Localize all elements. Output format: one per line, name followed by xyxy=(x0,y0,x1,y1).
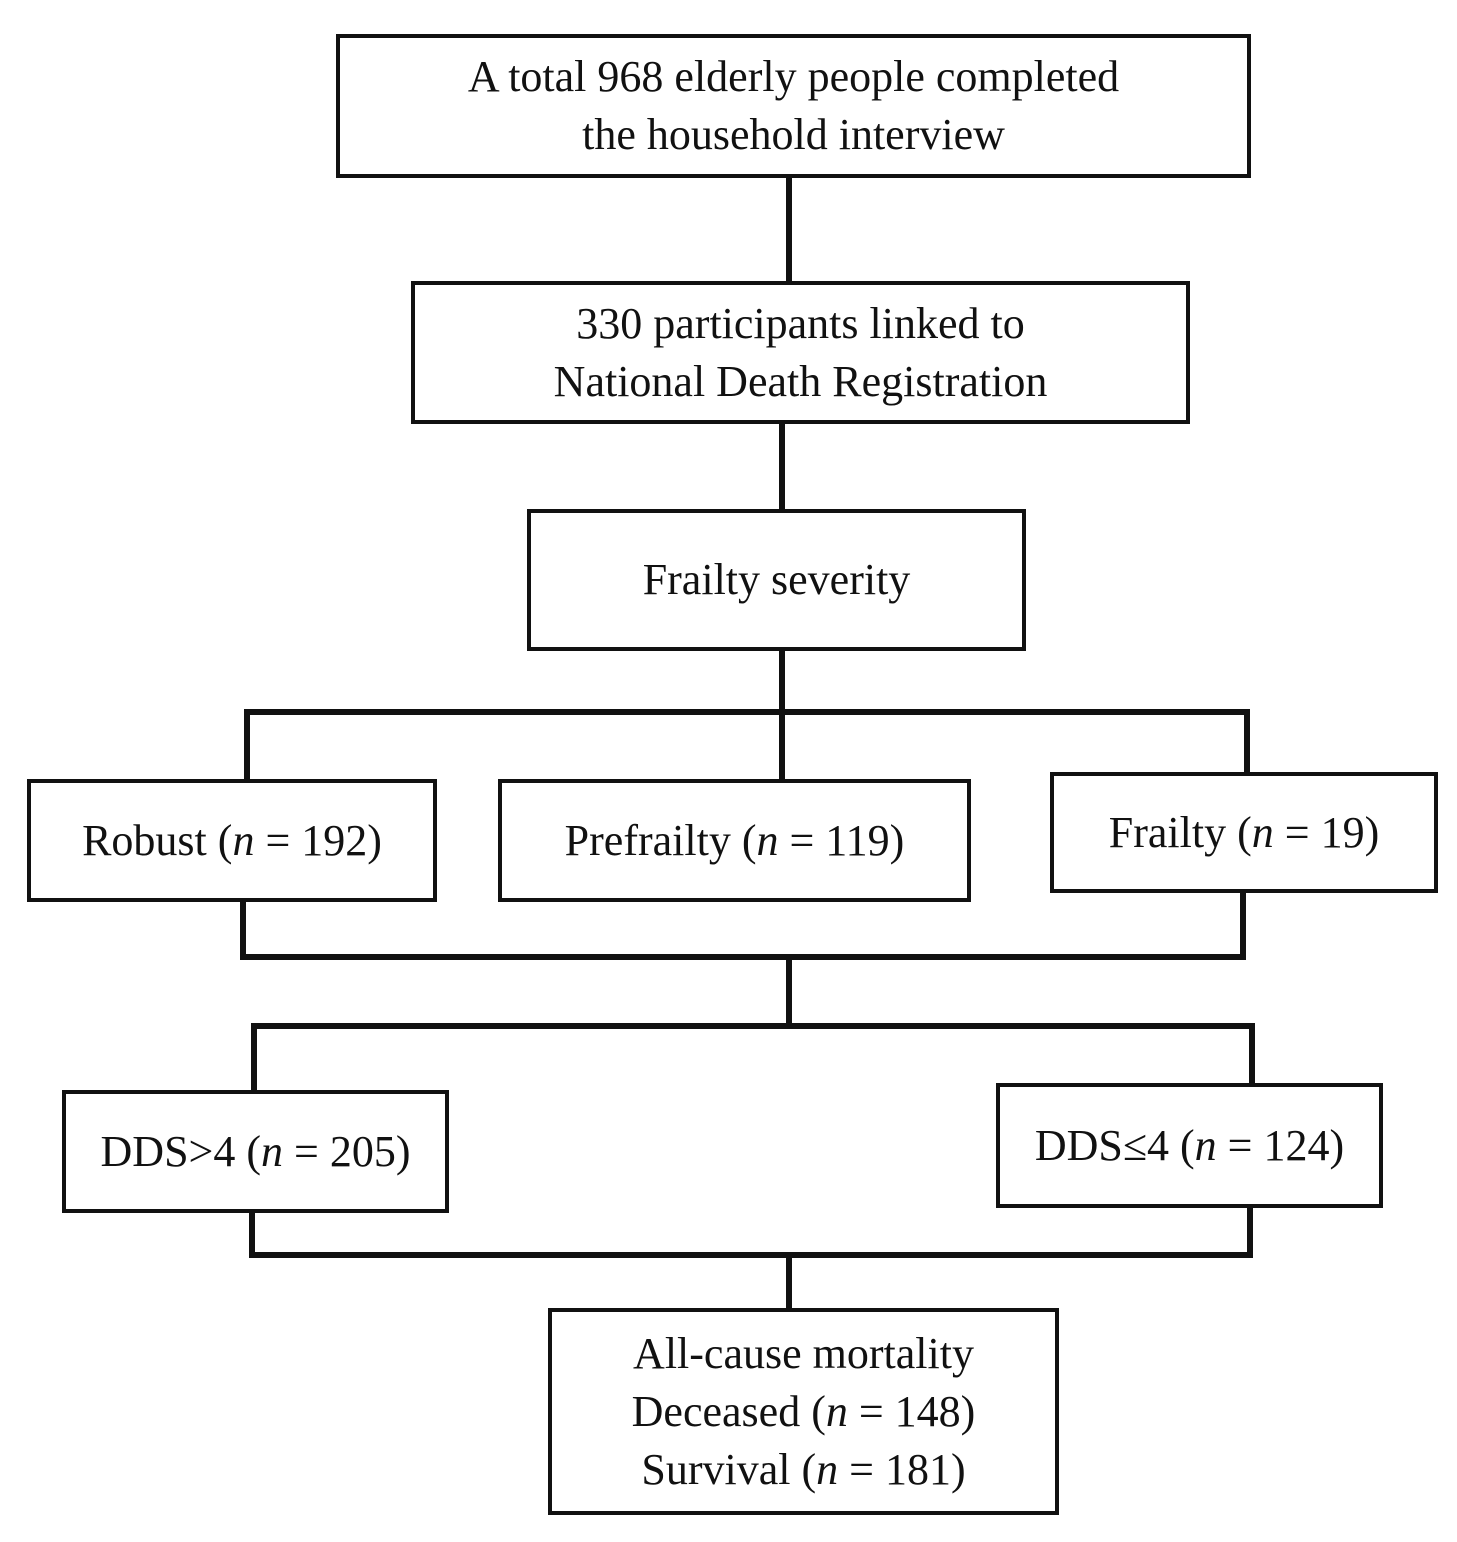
survival-label: Survival ( xyxy=(641,1444,817,1494)
dds-low-label: DDS≤4 ( xyxy=(1034,1120,1195,1170)
prefrailty-label: Prefrailty ( xyxy=(564,815,757,865)
dds-high-group-box: DDS>4 (n = 205) xyxy=(62,1090,449,1213)
deceased-label: Deceased ( xyxy=(631,1386,826,1436)
dds-high-n: n xyxy=(261,1126,284,1176)
linked-participants-box: 330 participants linked to National Deat… xyxy=(411,281,1190,424)
dds-high-label: DDS>4 ( xyxy=(100,1126,262,1176)
prefrailty-n: n xyxy=(756,815,779,865)
dds-low-n: n xyxy=(1194,1120,1217,1170)
outcome-deceased: Deceased (n = 148) xyxy=(632,1383,976,1441)
robust-n: n xyxy=(232,815,255,865)
frailty-label: Frailty ( xyxy=(1108,807,1252,857)
frailty-n: n xyxy=(1251,807,1274,857)
prefrailty-group-box: Prefrailty (n = 119) xyxy=(498,779,971,902)
dds-low-value: = 124) xyxy=(1216,1120,1345,1170)
robust-value: = 192) xyxy=(254,815,382,865)
total-line-2: the household interview xyxy=(582,110,1005,159)
prefrailty-text: Prefrailty (n = 119) xyxy=(565,812,905,870)
dds-high-value: = 205) xyxy=(283,1126,411,1176)
mortality-outcome-box: All-cause mortality Deceased (n = 148) S… xyxy=(548,1308,1059,1515)
frailty-severity-label: Frailty severity xyxy=(642,555,911,604)
robust-group-box: Robust (n = 192) xyxy=(27,779,437,902)
linked-line-2: National Death Registration xyxy=(553,356,1048,406)
prefrailty-value: = 119) xyxy=(778,815,905,865)
dds-low-group-box: DDS≤4 (n = 124) xyxy=(996,1083,1383,1208)
total-participants-box: A total 968 elderly people completed the… xyxy=(336,34,1251,178)
survival-n: n xyxy=(816,1444,839,1494)
survival-value: = 181) xyxy=(838,1444,966,1494)
dds-low-text: DDS≤4 (n = 124) xyxy=(1035,1117,1344,1175)
linked-line-1: 330 participants linked to xyxy=(576,298,1025,348)
robust-text: Robust (n = 192) xyxy=(82,812,382,870)
outcome-survival: Survival (n = 181) xyxy=(641,1441,965,1499)
outcome-title: All-cause mortality xyxy=(633,1328,974,1378)
total-line-1: A total 968 elderly people completed xyxy=(467,52,1120,101)
frailty-severity-box: Frailty severity xyxy=(527,509,1026,651)
robust-label: Robust ( xyxy=(82,815,233,865)
frailty-text: Frailty (n = 19) xyxy=(1109,804,1379,862)
deceased-n: n xyxy=(825,1386,848,1436)
dds-high-text: DDS>4 (n = 205) xyxy=(101,1123,411,1181)
frailty-group-box: Frailty (n = 19) xyxy=(1050,772,1438,893)
frailty-value: = 19) xyxy=(1273,807,1380,857)
deceased-value: = 148) xyxy=(847,1386,976,1436)
